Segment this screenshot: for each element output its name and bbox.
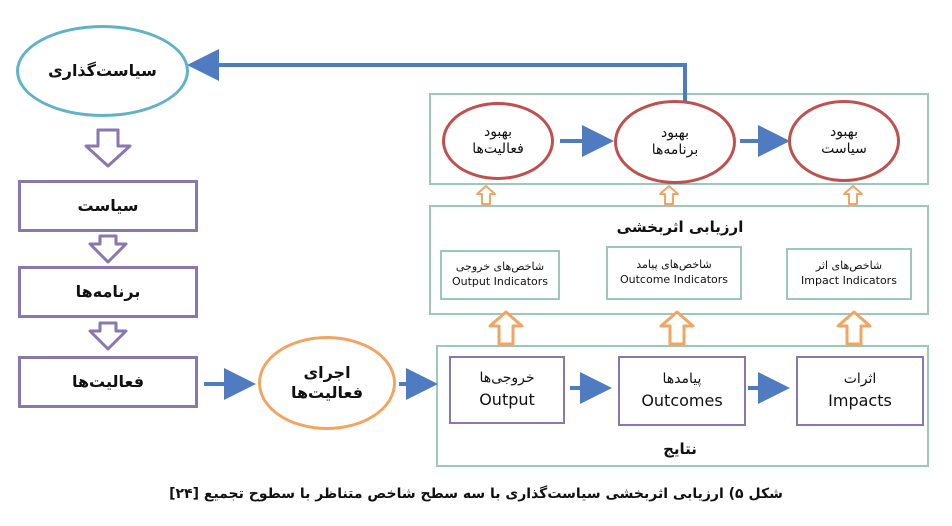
- large-up-arrow-3: [836, 310, 872, 346]
- large-up-arrow-1: [488, 310, 524, 346]
- programs-label: برنامه‌ها: [75, 282, 141, 301]
- improve-policy-line2: سیاست: [821, 141, 867, 157]
- figure-caption: شکل ۵) ارزیابی اثربخشی سیاست‌گذاری با سه…: [169, 486, 783, 502]
- programs-box: برنامه‌ها: [18, 266, 198, 318]
- impacts-fa: اثرات: [843, 370, 877, 387]
- impact-indicators-fa: شاخص‌های اثر: [815, 259, 883, 273]
- purple-down-arrows: [84, 128, 132, 351]
- small-up-arrow-1: [476, 185, 496, 205]
- outcomes-en: Outcomes: [641, 391, 723, 411]
- results-group-box: [436, 345, 929, 467]
- down-arrow-policymaking-to-policy: [84, 128, 132, 168]
- policy-box: سیاست: [18, 180, 198, 232]
- improve-activities-line1: بهبود: [483, 123, 513, 140]
- output-en: Output: [479, 390, 535, 410]
- output-indicators-fa: شاخص‌های خروجی: [455, 260, 545, 274]
- orange-small-up-arrows: [476, 185, 863, 205]
- improve-policy-line1: بهبود: [829, 123, 859, 140]
- impacts-en: Impacts: [828, 391, 892, 411]
- evaluation-title: ارزیابی اثربخشی: [616, 218, 744, 236]
- orange-large-up-arrows: [488, 310, 872, 346]
- small-up-arrow-3: [843, 185, 863, 205]
- improve-programs-line1: بهبود: [660, 124, 690, 141]
- policy-making-label: سیاست‌گذاری: [48, 61, 157, 80]
- feedback-arrow: [187, 49, 687, 103]
- implement-activities-oval: اجرای فعالیت‌ها: [258, 336, 396, 430]
- outcome-indicators-box: شاخص‌های پیامد Outcome Indicators: [606, 246, 742, 300]
- output-fa: خروجی‌ها: [479, 369, 535, 386]
- improve-policy-oval: بهبود سیاست: [788, 100, 900, 182]
- impacts-box: اثرات Impacts: [796, 356, 924, 426]
- small-up-arrow-2: [659, 185, 679, 205]
- improve-activities-oval: بهبود فعالیت‌ها: [442, 102, 554, 180]
- outcome-indicators-fa: شاخص‌های پیامد: [636, 258, 712, 272]
- results-title: نتایج: [663, 440, 697, 458]
- large-up-arrow-2: [659, 310, 695, 346]
- activities-box: فعالیت‌ها: [18, 356, 198, 408]
- output-indicators-en: Output Indicators: [451, 275, 549, 288]
- improve-programs-oval: بهبود برنامه‌ها: [614, 100, 736, 184]
- policy-making-oval: سیاست‌گذاری: [16, 25, 189, 117]
- implement-line2: فعالیت‌ها: [290, 383, 364, 402]
- impact-indicators-en: Impact Indicators: [801, 274, 897, 287]
- improve-activities-line2: فعالیت‌ها: [472, 141, 524, 157]
- output-indicators-box: شاخص‌های خروجی Output Indicators: [440, 250, 560, 300]
- activities-label: فعالیت‌ها: [71, 372, 145, 391]
- outcomes-fa: پیامدها: [662, 370, 702, 387]
- outcomes-box: پیامدها Outcomes: [618, 356, 746, 426]
- down-arrow-policy-to-programs: [88, 234, 128, 264]
- implement-line1: اجرای: [303, 363, 351, 382]
- output-box: خروجی‌ها Output: [449, 356, 565, 424]
- improvement-group-box: [429, 93, 929, 185]
- impact-indicators-box: شاخص‌های اثر Impact Indicators: [786, 248, 912, 300]
- outcome-indicators-en: Outcome Indicators: [619, 273, 729, 286]
- down-arrow-programs-to-activities: [88, 321, 128, 351]
- improve-programs-line2: برنامه‌ها: [651, 142, 699, 158]
- policy-label: سیاست: [77, 196, 139, 215]
